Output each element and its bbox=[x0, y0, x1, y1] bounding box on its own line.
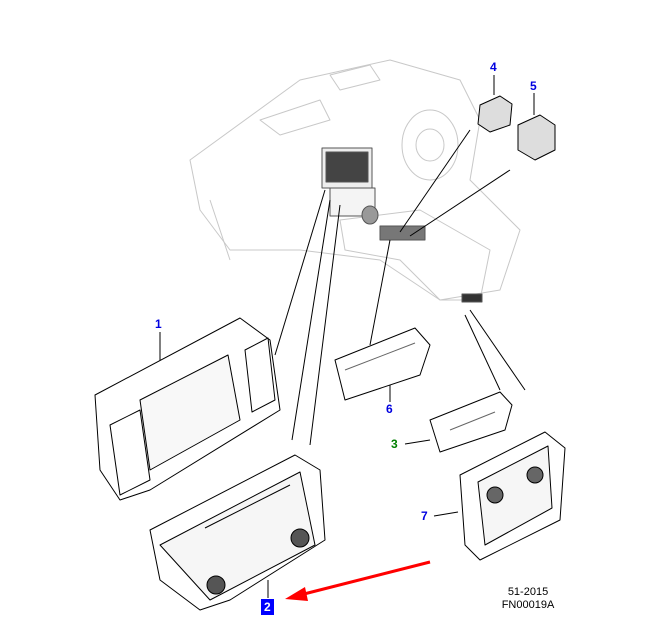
callout-6[interactable]: 6 bbox=[386, 402, 393, 416]
pointer-arrow bbox=[285, 560, 431, 601]
callout-4[interactable]: 4 bbox=[490, 60, 497, 74]
callout-3[interactable]: 3 bbox=[391, 437, 398, 451]
callout-2[interactable]: 2 bbox=[261, 599, 274, 615]
dashboard-ghost bbox=[189, 59, 521, 301]
callout-1[interactable]: 1 bbox=[155, 317, 162, 331]
leader-lines bbox=[159, 75, 535, 598]
date-code: 51-2015 bbox=[507, 586, 549, 598]
part-4-switch bbox=[477, 95, 513, 133]
callout-7[interactable]: 7 bbox=[421, 509, 428, 523]
callout-5[interactable]: 5 bbox=[530, 79, 537, 93]
part-3-switch-pack bbox=[429, 391, 513, 453]
part-6-switch-module bbox=[334, 327, 431, 401]
part-5-switch bbox=[517, 114, 556, 161]
center-stack bbox=[321, 147, 483, 303]
part-2-climate-panel bbox=[149, 454, 326, 611]
figure-number: FN00019A bbox=[501, 599, 555, 611]
part-1-touchscreen bbox=[94, 317, 281, 501]
part-7-climate-unit bbox=[459, 431, 566, 561]
